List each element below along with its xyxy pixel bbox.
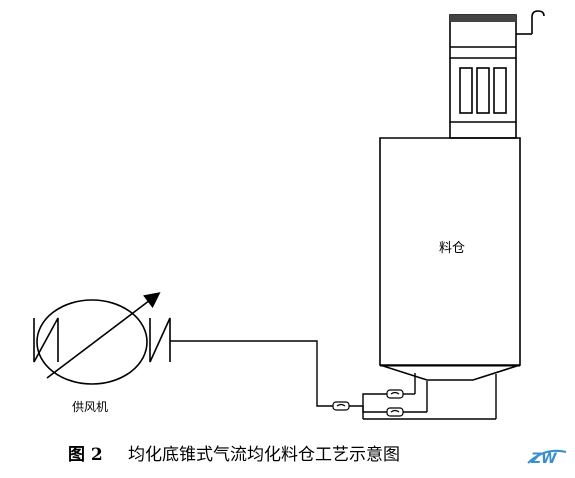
valve-icon [386, 389, 404, 399]
valve-icon [332, 401, 350, 411]
air-piping [170, 340, 497, 420]
valve-icon [386, 407, 404, 417]
blower-label: 供风机 [72, 400, 108, 414]
figure-number: 图 2 [68, 445, 103, 465]
zw-logo: ZW [527, 449, 567, 467]
figure-title: 均化底锥式气流均化料仓工艺示意图 [128, 445, 400, 465]
silo-icon [379, 137, 521, 381]
silo-label: 料仓 [439, 241, 465, 256]
dust-collector-icon [449, 10, 545, 139]
logo-text: ZW [530, 451, 557, 467]
blower-icon [33, 292, 171, 385]
